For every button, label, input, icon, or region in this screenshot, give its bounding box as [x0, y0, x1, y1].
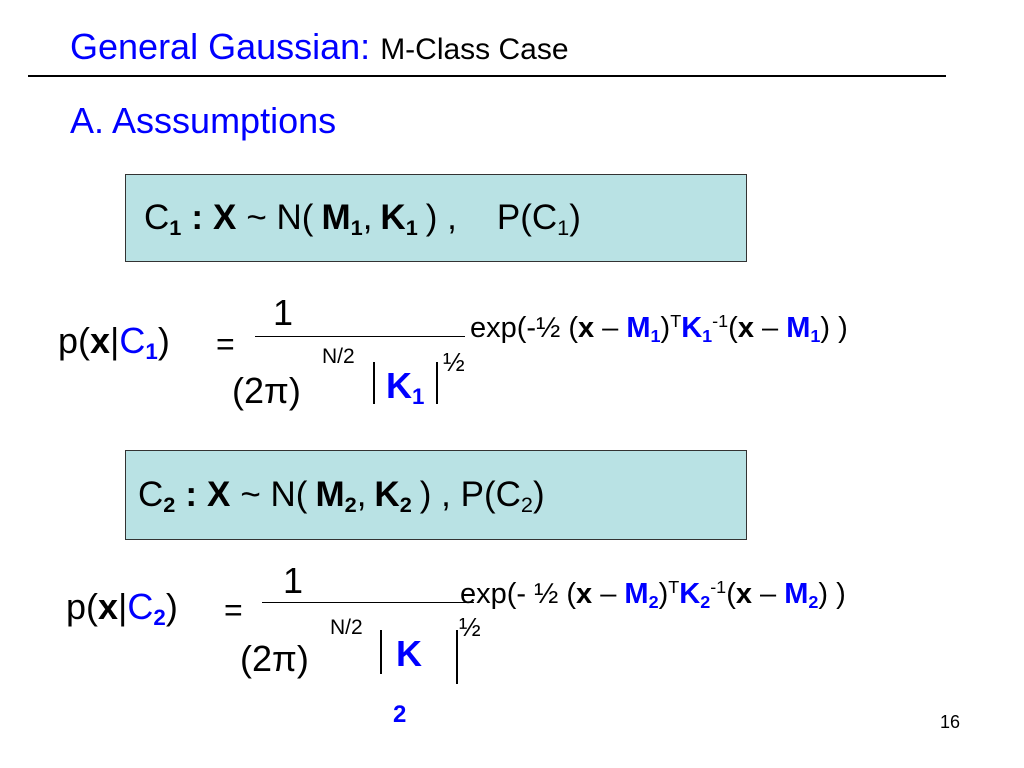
class2-label: C2 [138, 475, 176, 518]
comma: , [356, 475, 367, 514]
title-subtitle: M-Class Case [380, 33, 569, 66]
comma: , [362, 198, 373, 237]
slide-title: General Gaussian: M-Class Case [70, 26, 569, 68]
eq1-lhs: p(x|C1) [58, 320, 170, 365]
eq2-det-k: K [396, 633, 422, 674]
colon: : [191, 198, 203, 237]
eq1-half-power: ½ [443, 347, 465, 377]
cov-k1: K1 [380, 198, 418, 241]
eq2-det-bar-right [456, 630, 458, 684]
normal-distribution: ~ N( [246, 198, 314, 237]
eq2-det-bar-left [380, 630, 382, 674]
eq2-exponent: N/2 [330, 616, 363, 639]
eq1-det-k: K1 [386, 365, 425, 410]
close-paren-prior: ) , P(C2) [419, 475, 545, 518]
title-main: General Gaussian: [70, 26, 371, 67]
page-number: 16 [940, 712, 961, 732]
eq1-exponential: exp(-½ (x – M1)TK1-1(x – M1) ) [470, 311, 848, 347]
eq1-exponent: N/2 [322, 345, 355, 368]
title-underline [28, 75, 946, 77]
class1-assumption-box: C1 : X ~ N( M1, K1 ) , P(C1) [125, 174, 747, 262]
cov-k2: K2 [374, 475, 412, 518]
close-paren: ) , [425, 198, 457, 237]
mean-m1: M1 [321, 198, 363, 241]
normal-distribution: ~ N( [240, 475, 308, 514]
class1-label: C1 [144, 198, 182, 241]
mean-m2: M2 [315, 475, 357, 518]
class2-assumption-box: C2 : X ~ N( M2, K2 ) , P(C2) [125, 450, 747, 540]
section-heading: A. Asssumptions [70, 100, 337, 141]
eq2-exponential: exp(- ½ (x – M2)TK2-1(x – M2) ) [460, 577, 846, 613]
eq1-numerator: 1 [273, 292, 294, 333]
eq2-equals: = [224, 592, 243, 628]
eq2-det-k-subscript: 2 [393, 701, 407, 728]
eq1-det-bar-right [436, 362, 438, 404]
eq2-lhs: p(x|C2) [66, 586, 178, 631]
eq1-fraction-bar [255, 336, 465, 337]
eq2-half-power: ½ [459, 612, 481, 642]
eq2-fraction-bar [262, 602, 474, 603]
eq2-numerator: 1 [283, 560, 304, 601]
eq2-denominator: (2π) [240, 638, 309, 679]
eq1-det-bar-left [373, 362, 375, 404]
eq1-equals: = [216, 326, 235, 362]
random-vector-x: X [207, 475, 231, 514]
prior-p1: P(C1) [496, 198, 581, 241]
random-vector-x: X [213, 198, 237, 237]
colon: : [185, 475, 197, 514]
eq1-denominator: (2π) [232, 370, 301, 411]
